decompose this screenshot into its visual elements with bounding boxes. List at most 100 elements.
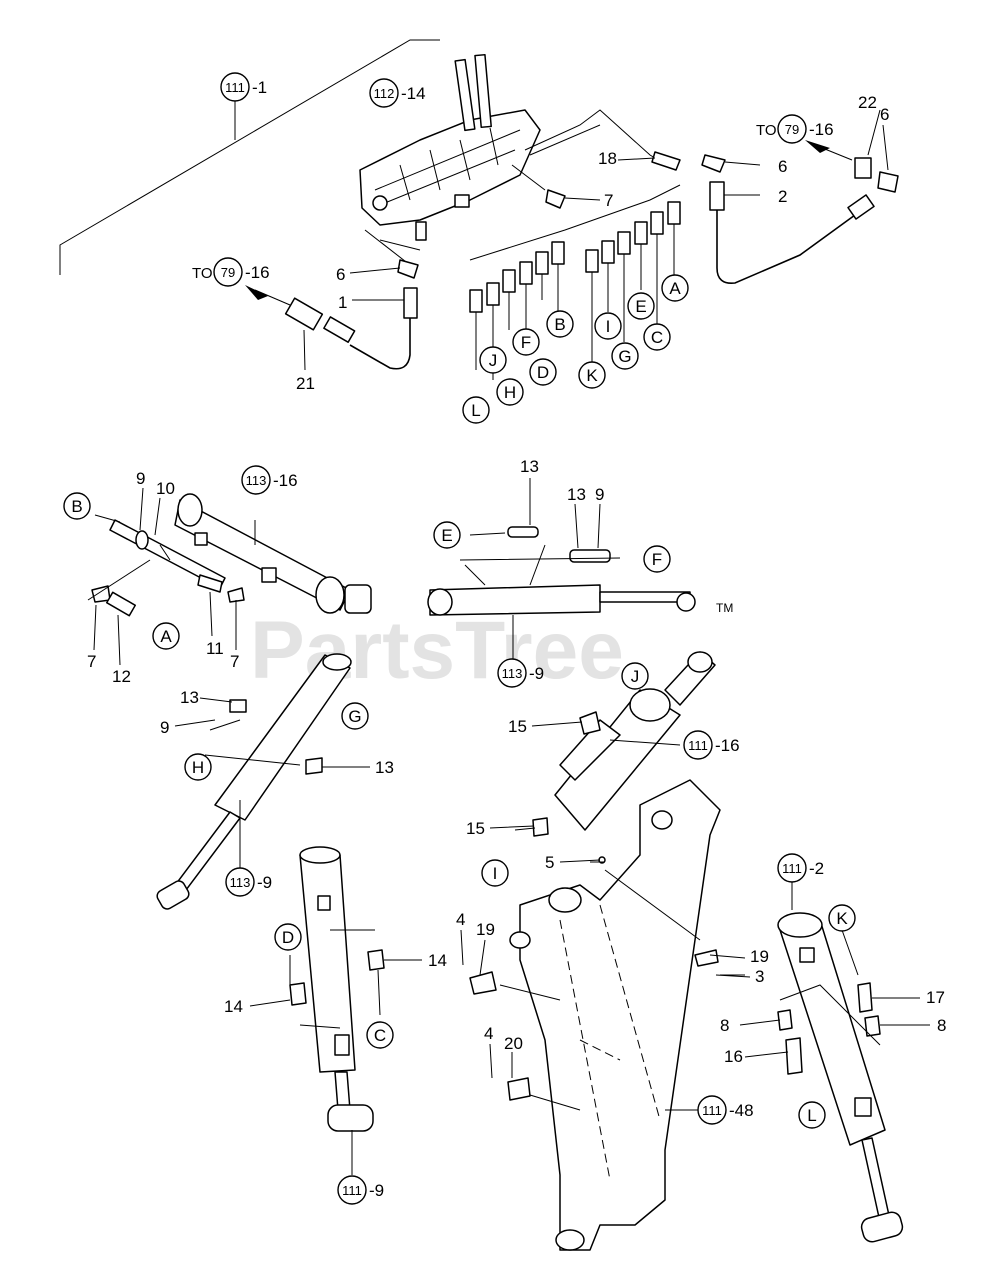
part-label-6[interactable]: 6 [880,105,889,124]
boom-pin [509,931,531,949]
part-label-13[interactable]: 13 [180,688,199,707]
port-J-top[interactable]: J [479,346,507,374]
port-A-top[interactable]: A [661,274,689,302]
port-L-cyl[interactable]: L [798,1101,826,1129]
part-label-2[interactable]: 2 [778,187,787,206]
callout-suffix: -2 [809,859,824,878]
callout-to-79-right[interactable]: TO 79 -16 [756,114,834,144]
port-J-cyl[interactable]: J [621,662,649,690]
port-B-top[interactable]: B [546,310,574,338]
adapter-fitting-2 [709,181,725,211]
fitting [650,211,664,235]
port-H-top[interactable]: H [496,378,524,406]
port-G-cyl[interactable]: G [341,702,369,730]
callout-111-48[interactable]: 111 -48 [697,1095,754,1125]
fitting-leaders-left [475,264,559,380]
part-label-10[interactable]: 10 [156,479,175,498]
boom-cylinder-pin [651,810,673,830]
part-label-18[interactable]: 18 [598,149,617,168]
port-I-cyl[interactable]: I [481,859,509,887]
clip-19-left [469,971,497,995]
port-block [334,1034,350,1056]
callout-113-9-lower[interactable]: 113 -9 [225,867,272,897]
cylinder-113-16-leaders [87,514,256,601]
cylinder-cap [427,588,453,616]
part-label-1[interactable]: 1 [338,293,347,312]
part-label-8[interactable]: 8 [720,1016,729,1035]
part-label-3[interactable]: 3 [755,967,764,986]
port-F-top[interactable]: F [512,328,540,356]
part-label-13[interactable]: 13 [520,457,539,476]
port-G-top[interactable]: G [611,342,639,370]
port-letter: C [651,328,663,347]
part-label-5[interactable]: 5 [545,853,554,872]
part-label-19[interactable]: 19 [476,920,495,939]
port-letter: I [493,864,498,883]
part-label-12[interactable]: 12 [112,667,131,686]
part-label-7[interactable]: 7 [87,652,96,671]
part-label-6[interactable]: 6 [778,157,787,176]
hose-end-fitting [847,194,875,220]
port-E-cyl[interactable]: E [433,521,461,549]
callout-112-14[interactable]: 112 -14 [369,78,426,108]
port-fitting-13b [305,757,323,775]
part-label-13[interactable]: 13 [375,758,394,777]
callout-number: 79 [221,265,235,280]
cylinder-113-9-leaders [459,532,621,660]
port-block [854,1097,872,1117]
port-I-top[interactable]: I [594,312,622,340]
port-letter: C [374,1026,386,1045]
port-A-cyl[interactable]: A [152,622,180,650]
cylinder-eye [344,584,372,614]
part-label-6[interactable]: 6 [336,265,345,284]
cylinder-cap [777,912,823,938]
cylinder-111-16-leaders [514,739,681,831]
part-label-8[interactable]: 8 [937,1016,946,1035]
part-label-7[interactable]: 7 [604,191,613,210]
cylinder-113-9-lower [156,653,352,910]
control-valve-body [359,109,541,226]
callout-113-9-upper[interactable]: 113 -9 [497,658,544,688]
cylinder-barrel [554,689,681,831]
port-F-cyl[interactable]: F [643,545,671,573]
callout-number: 111 [342,1183,362,1198]
port-H-cyl[interactable]: H [184,753,212,781]
callout-111-16[interactable]: 111 -16 [683,730,740,760]
port-K-top[interactable]: K [578,361,606,389]
callout-111-1[interactable]: 111 -1 [220,72,267,102]
callout-circle [777,114,807,144]
part-label-19[interactable]: 19 [750,947,769,966]
part-label-14[interactable]: 14 [224,997,243,1016]
part-label-9[interactable]: 9 [136,469,145,488]
part-label-13[interactable]: 13 [567,485,586,504]
part-label-9[interactable]: 9 [160,718,169,737]
port-C-cyl[interactable]: C [366,1021,394,1049]
callout-113-16[interactable]: 113 -16 [241,465,298,495]
hydraulic-hose-left [349,318,411,370]
callout-111-2[interactable]: 111 -2 [777,853,824,883]
port-K-cyl[interactable]: K [828,904,856,932]
part-label-20[interactable]: 20 [504,1034,523,1053]
part-label-14[interactable]: 14 [428,951,447,970]
part-label-22[interactable]: 22 [858,93,877,112]
fitting [486,282,500,306]
number-leader-lines [93,109,930,1079]
part-label-4[interactable]: 4 [484,1024,493,1043]
port-L-top[interactable]: L [462,396,490,424]
part-label-7[interactable]: 7 [230,652,239,671]
port-E-top[interactable]: E [627,292,655,320]
callout-111-9[interactable]: 111 -9 [337,1175,384,1205]
part-label-17[interactable]: 17 [926,988,945,1007]
port-D-cyl[interactable]: D [274,923,302,951]
port-D-top[interactable]: D [529,358,557,386]
part-label-15[interactable]: 15 [466,819,485,838]
part-label-21[interactable]: 21 [296,374,315,393]
part-label-9[interactable]: 9 [595,485,604,504]
part-label-11[interactable]: 11 [206,639,224,658]
callout-to-79-left[interactable]: TO 79 -16 [192,257,270,287]
port-B-cyl[interactable]: B [63,492,91,520]
part-label-16[interactable]: 16 [724,1047,743,1066]
part-label-15[interactable]: 15 [508,717,527,736]
part-label-4[interactable]: 4 [456,910,465,929]
port-C-top[interactable]: C [643,323,671,351]
